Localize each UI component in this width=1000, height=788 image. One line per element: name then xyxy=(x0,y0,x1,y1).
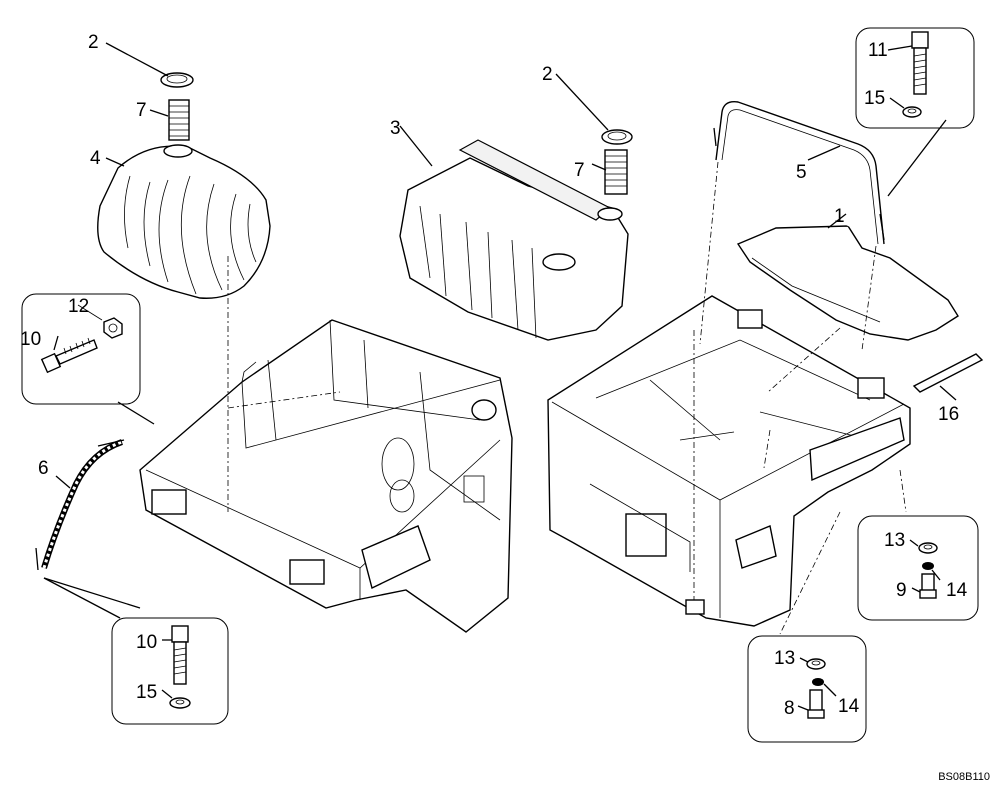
chassis-frame-right xyxy=(547,295,911,627)
callout-2: 2 xyxy=(542,64,553,85)
bolt-icon xyxy=(40,337,98,374)
callout-8: 8 xyxy=(784,698,795,719)
detail-box-bolt-washers-right xyxy=(857,515,979,621)
cover-plate xyxy=(736,225,959,341)
callout-11: 11 xyxy=(868,40,888,61)
hose xyxy=(35,439,125,571)
callout-9: 9 xyxy=(896,580,907,601)
handrail xyxy=(713,101,885,245)
detail-box-bolt-nut xyxy=(21,293,141,405)
callout-7: 7 xyxy=(574,160,585,181)
lock-washer-icon xyxy=(812,678,824,686)
callout-10: 10 xyxy=(20,329,41,350)
callout-labels: 1 2 2 3 4 5 6 7 7 8 9 10 10 11 12 13 13 … xyxy=(20,32,968,719)
callout-1: 1 xyxy=(834,206,845,227)
callout-15: 15 xyxy=(136,682,157,703)
callout-12: 12 xyxy=(68,296,89,317)
reference-code: BS08B110 xyxy=(938,771,990,783)
callout-3: 3 xyxy=(390,118,401,139)
callout-13: 13 xyxy=(884,530,905,551)
washer-icon xyxy=(806,658,826,670)
filler-cap-ring-center xyxy=(601,129,633,145)
bolt-icon xyxy=(171,625,189,685)
filter-screen-left xyxy=(168,99,190,141)
callout-14: 14 xyxy=(838,696,860,717)
detail-box-bolt-washer-bottom xyxy=(111,617,229,725)
callout-2: 2 xyxy=(88,32,99,53)
lock-washer-icon xyxy=(922,562,934,570)
filter-screen-center xyxy=(604,149,628,195)
nut-icon xyxy=(103,317,123,339)
callout-14: 14 xyxy=(946,580,968,601)
washer-icon xyxy=(169,697,191,709)
callout-6: 6 xyxy=(38,458,49,479)
washer-icon xyxy=(918,542,938,554)
callout-7: 7 xyxy=(136,100,147,121)
bar xyxy=(912,353,984,393)
hydraulic-tank-center xyxy=(399,139,629,341)
filler-cap-ring-left xyxy=(160,72,194,88)
bolt-icon xyxy=(911,31,929,95)
fuel-tank-left xyxy=(97,144,271,299)
leader-lines xyxy=(43,42,957,711)
detail-box-bolt-washer-top xyxy=(855,27,975,129)
callout-13: 13 xyxy=(774,648,795,669)
assembly-lines xyxy=(227,161,907,635)
bolt-icon xyxy=(807,689,825,719)
callout-4: 4 xyxy=(90,148,101,169)
callout-16: 16 xyxy=(938,404,959,425)
callout-10: 10 xyxy=(136,632,157,653)
washer-icon xyxy=(902,106,922,118)
bolt-icon xyxy=(919,573,937,599)
detail-box-bolt-washers-bottom xyxy=(747,635,867,743)
callout-5: 5 xyxy=(796,162,807,183)
callout-15: 15 xyxy=(864,88,885,109)
chassis-frame-left xyxy=(139,319,513,633)
